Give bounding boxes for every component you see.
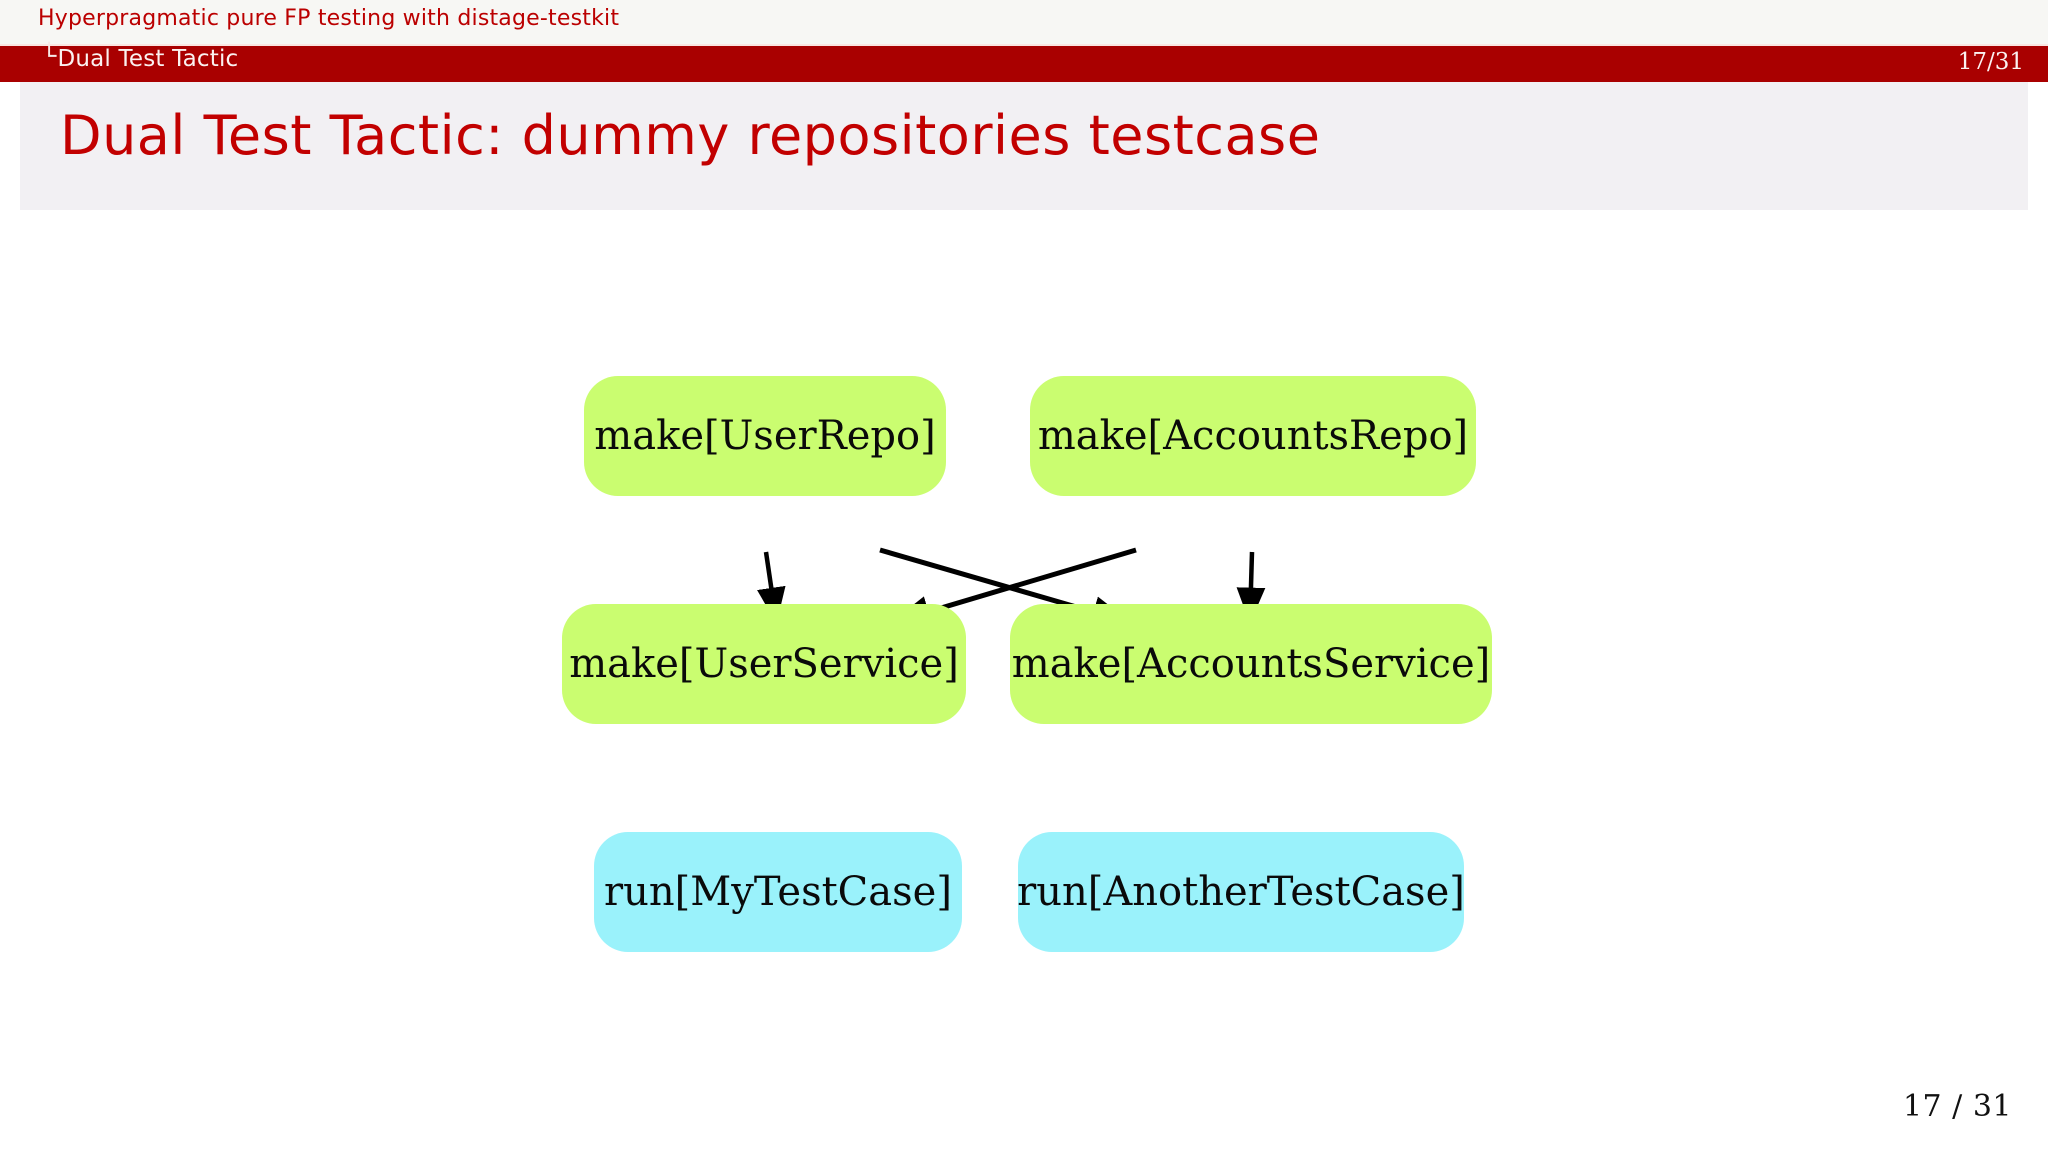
page-title: Dual Test Tactic: dummy repositories tes… bbox=[60, 104, 1321, 167]
graph-node-label: make[AccountsRepo] bbox=[1037, 413, 1469, 459]
presentation-headline-strip: Hyperpragmatic pure FP testing with dist… bbox=[0, 0, 2048, 44]
nav-bar-divider bbox=[0, 44, 2048, 46]
graph-node-make-accounts-service[interactable]: make[AccountsService] bbox=[1010, 604, 1492, 724]
header-page-indicator: 17/31 bbox=[1957, 49, 2024, 75]
nav-section-label: Dual Test Tactic bbox=[57, 46, 239, 72]
graph-node-label: make[AccountsService] bbox=[1011, 641, 1491, 687]
dependency-graph: make[UserRepo] make[AccountsRepo] make[U… bbox=[0, 210, 2048, 1070]
graph-node-make-user-service[interactable]: make[UserService] bbox=[562, 604, 966, 724]
graph-node-run-my-testcase[interactable]: run[MyTestCase] bbox=[594, 832, 962, 952]
graph-node-label: run[MyTestCase] bbox=[604, 869, 952, 915]
nav-section-breadcrumb[interactable]: └ Dual Test Tactic bbox=[42, 42, 239, 72]
presentation-headline: Hyperpragmatic pure FP testing with dist… bbox=[38, 6, 620, 31]
tree-branch-icon: └ bbox=[42, 42, 57, 70]
graph-node-make-user-repo[interactable]: make[UserRepo] bbox=[584, 376, 946, 496]
graph-node-label: make[UserService] bbox=[569, 641, 959, 687]
slide-title-band: Dual Test Tactic: dummy repositories tes… bbox=[20, 82, 2028, 210]
graph-node-run-another-testcase[interactable]: run[AnotherTestCase] bbox=[1017, 832, 1465, 952]
graph-node-label: make[UserRepo] bbox=[594, 413, 936, 459]
graph-node-label: run[AnotherTestCase] bbox=[1017, 869, 1465, 915]
beamer-navigation-bar: └ Dual Test Tactic 17/31 bbox=[0, 44, 2048, 82]
footer-page-indicator: 17 / 31 bbox=[1902, 1089, 2012, 1124]
graph-node-make-accounts-repo[interactable]: make[AccountsRepo] bbox=[1030, 376, 1476, 496]
